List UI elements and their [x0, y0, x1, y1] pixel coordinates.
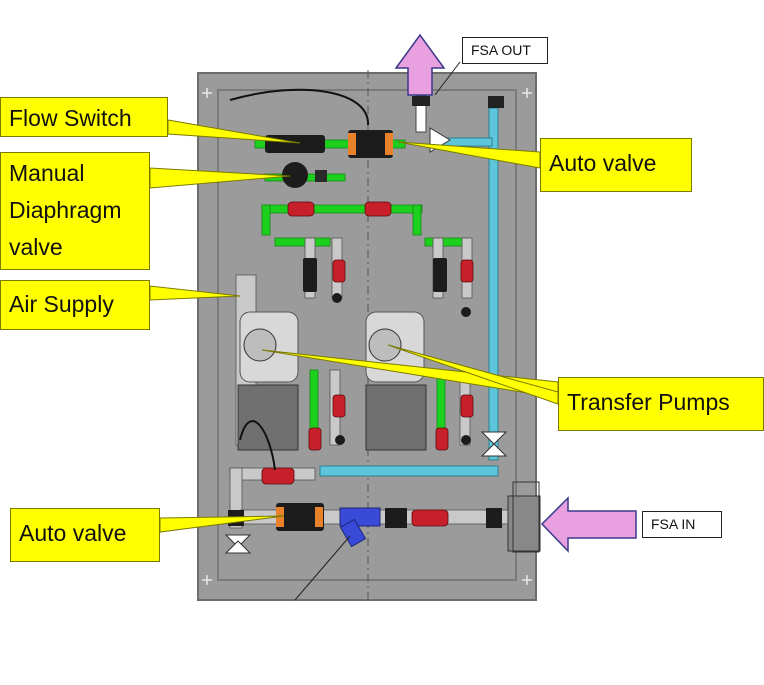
auto-valve-bottom-body — [276, 503, 324, 531]
callout-leaders — [149, 119, 559, 533]
label-manual-line2: Diaphragm — [9, 197, 122, 223]
auto-valve-top-body — [348, 130, 393, 158]
label-manual-diaphragm-valve: Manual Diaphragm valve — [0, 152, 150, 270]
inlet-flange-inner — [512, 481, 540, 553]
ball-valves — [261, 201, 474, 527]
tag-fsa-out: FSA OUT — [462, 37, 548, 64]
white-valves — [224, 127, 508, 554]
label-manual-line1: Manual — [9, 160, 85, 186]
label-transfer-pumps: Transfer Pumps — [558, 377, 764, 431]
label-auto-valve-bottom: Auto valve — [10, 508, 160, 562]
air-line — [229, 88, 370, 471]
label-auto-valve-top: Auto valve — [540, 138, 692, 192]
transfer-pump-left — [237, 311, 299, 451]
label-manual-line3: valve — [9, 234, 63, 260]
blue-return-line — [319, 107, 499, 477]
manual-diaphragm-valve-body — [282, 162, 327, 188]
fsa-out-arrow — [394, 33, 446, 96]
outlet-riser — [412, 95, 504, 133]
label-flow-switch: Flow Switch — [0, 97, 168, 137]
label-air-supply: Air Supply — [0, 280, 150, 330]
corner-mounts — [202, 88, 532, 585]
fsa-in-arrow — [540, 496, 637, 553]
panel-inner-frame — [217, 89, 517, 581]
tag-leaders — [294, 61, 461, 601]
y-strainer — [339, 507, 381, 548]
transfer-pump-right — [365, 311, 427, 451]
tag-fsa-in: FSA IN — [642, 511, 722, 538]
